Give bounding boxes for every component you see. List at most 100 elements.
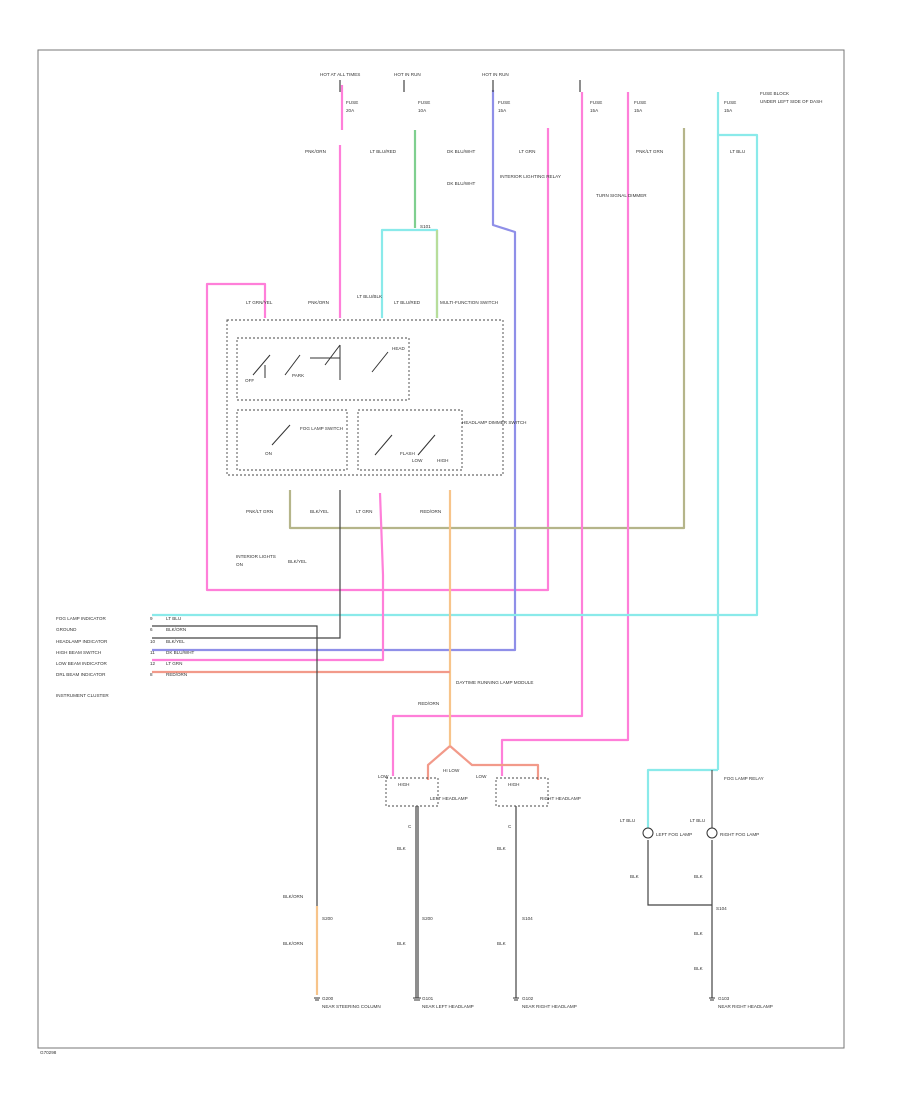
fog-right-blk: BLK [694, 874, 704, 879]
cluster-row-6-pin: 8 [150, 672, 153, 677]
wire-cluster-blk-yel [152, 490, 341, 639]
switch-on-label: ON [265, 451, 272, 456]
fog-right-wire: LT BLU [690, 818, 705, 823]
fuse-3-wire: DK BLU/WHT [447, 149, 476, 154]
diagram-id: G70298 [40, 1050, 57, 1055]
lower-wire-blk-yel: BLK/YEL [310, 509, 329, 514]
wire-lt-grn-left-hl [391, 92, 584, 776]
wire-pnk-orn [338, 85, 344, 318]
fuse-block-location: UNDER LEFT SIDE OF DASH [760, 99, 822, 104]
relay-note: INTERIOR LIGHTING RELAY [500, 174, 561, 179]
drl-wire-label: RED/ORN [418, 701, 439, 706]
fuse-2-wire: LT BLU/RED [370, 149, 397, 154]
switch-contacts [252, 344, 436, 456]
wire-top-stubs [339, 80, 581, 92]
cluster-title: INSTRUMENT CLUSTER [56, 693, 109, 698]
switch-wire-lt-blu-blk: LT BLU/BLK [357, 294, 383, 299]
head-switch-label: HEAD [392, 346, 405, 351]
left-headlamp-high: HIGH [398, 782, 409, 787]
left-fog-lamp-label: LEFT FOG LAMP [656, 832, 692, 837]
fog-left-wire: LT BLU [620, 818, 635, 823]
fog-relay-label: FOG LAMP RELAY [724, 776, 764, 781]
switch-wire-lt-blu-red: LT BLU/RED [394, 300, 421, 305]
fuse-2-amp: 10A [418, 108, 427, 113]
switch-low-label: LOW [412, 458, 423, 463]
cluster-row-5-wire: LT GRN [166, 661, 182, 666]
dimmer-switch-label: HEADLAMP DIMMER SWITCH [462, 420, 527, 425]
g200-wire-upper: BLK/ORN [283, 894, 303, 899]
wire-fog-relay [646, 135, 720, 780]
wire-dk-blu-wht [152, 90, 517, 652]
lower-wire-pnk-lt-grn: PNK/LT GRN [246, 509, 273, 514]
right-headlamp-pin: C [508, 824, 512, 829]
left-headlamp-wire: BLK [397, 846, 407, 851]
switch-high-label: HIGH [437, 458, 448, 463]
fuse-5-name: FUSE [634, 100, 646, 105]
fog-ground: G103 [718, 996, 730, 1001]
source-hot-run-2: HOT IN RUN [482, 72, 509, 77]
cluster-row-2-label: GROUND [56, 627, 77, 632]
cluster-row-6-wire: RED/ORN [166, 672, 187, 677]
dimmer-note: TURN SIGNAL DIMMER [596, 193, 647, 198]
g200-ground: G200 [322, 996, 334, 1001]
fuse-5-amp: 15A [634, 108, 643, 113]
cluster-row-1-label: FOG LAMP INDICATOR [56, 616, 106, 621]
right-lower-wire: BLK [497, 941, 507, 946]
wire-drl-split [426, 745, 540, 780]
fog-splice: S104 [716, 906, 727, 911]
cluster-row-5-pin: 12 [150, 661, 156, 666]
left-headlamp-pin: C [408, 824, 412, 829]
text-layer: G70298 HOT AT ALL TIMES HOT IN RUN HOT I… [40, 72, 822, 1055]
diagram-frame [37, 49, 845, 1049]
fuse-2-name: FUSE [418, 100, 430, 105]
cluster-row-6-label: DRL BEAM INDICATOR [56, 672, 106, 677]
cluster-row-3-wire: BLK/YEL [166, 639, 185, 644]
lower-wire-lt-grn: LT GRN [356, 509, 372, 514]
left-headlamp-ground: G101 [422, 996, 434, 1001]
fuse-3-name: FUSE [498, 100, 510, 105]
cluster-row-4-pin: 11 [150, 650, 155, 655]
multifunction-switch-box [226, 319, 504, 476]
right-headlamp-box [495, 777, 549, 807]
source-hot-all-times: HOT AT ALL TIMES [320, 72, 360, 77]
fuse-4-name: FUSE [590, 100, 602, 105]
right-fog-lamp-label: RIGHT FOG LAMP [720, 832, 759, 837]
drl-sub-label: HI LOW [443, 768, 460, 773]
wire-pnk-loop [205, 128, 550, 592]
fog-switch-label: FOG LAMP SWITCH [300, 426, 343, 431]
interior-lights-wire: BLK/YEL [288, 559, 307, 564]
cluster-row-2-wire: BLK/ORN [166, 627, 186, 632]
cluster-row-4-label: HIGH BEAM SWITCH [56, 650, 101, 655]
fuse-1-wire: PNK/ORN [305, 149, 326, 154]
switch-wire-lt-grn-yel: LT GRN/YEL [246, 300, 273, 305]
lower-wire-red-orn: RED/ORN [420, 509, 441, 514]
fog-lower-blk: BLK [694, 931, 704, 936]
fog-left-blk: BLK [630, 874, 640, 879]
cluster-row-1-wire: LT BLU [166, 616, 181, 621]
interior-lights-note: INTERIOR LIGHTS [236, 554, 276, 559]
left-lower-wire: BLK [397, 941, 407, 946]
fuse-6-amp: 15A [724, 108, 733, 113]
switch-flash-label: FLASH [400, 451, 415, 456]
wire-pnk-lt-grn [288, 128, 686, 530]
interior-lights-on: ON [236, 562, 243, 567]
fog-switch-inner [236, 409, 348, 471]
wire-fog-ground [647, 840, 713, 998]
right-headlamp-low: LOW [476, 774, 487, 779]
source-hot-run-1: HOT IN RUN [394, 72, 421, 77]
wire-cluster-ground [152, 625, 318, 906]
cluster-row-3-pin: 10 [150, 639, 156, 644]
fuse-4-amp: 15A [590, 108, 599, 113]
right-headlamp-ground: G102 [522, 996, 534, 1001]
left-headlamp-ground-label: NEAR LEFT HEADLAMP [422, 1004, 474, 1009]
right-headlamp-ground-label: NEAR RIGHT HEADLAMP [522, 1004, 577, 1009]
multifunction-switch-label: MULTI-FUNCTION SWITCH [440, 300, 498, 305]
switch-park-label: PARK [292, 373, 305, 378]
wire-pnk-right-hl [500, 92, 630, 776]
fuse-4-wire: LT GRN [519, 149, 535, 154]
right-headlamp-high: HIGH [508, 782, 519, 787]
fog-lamp-symbols [642, 770, 718, 839]
wire-cluster-lt-grn [152, 492, 385, 662]
